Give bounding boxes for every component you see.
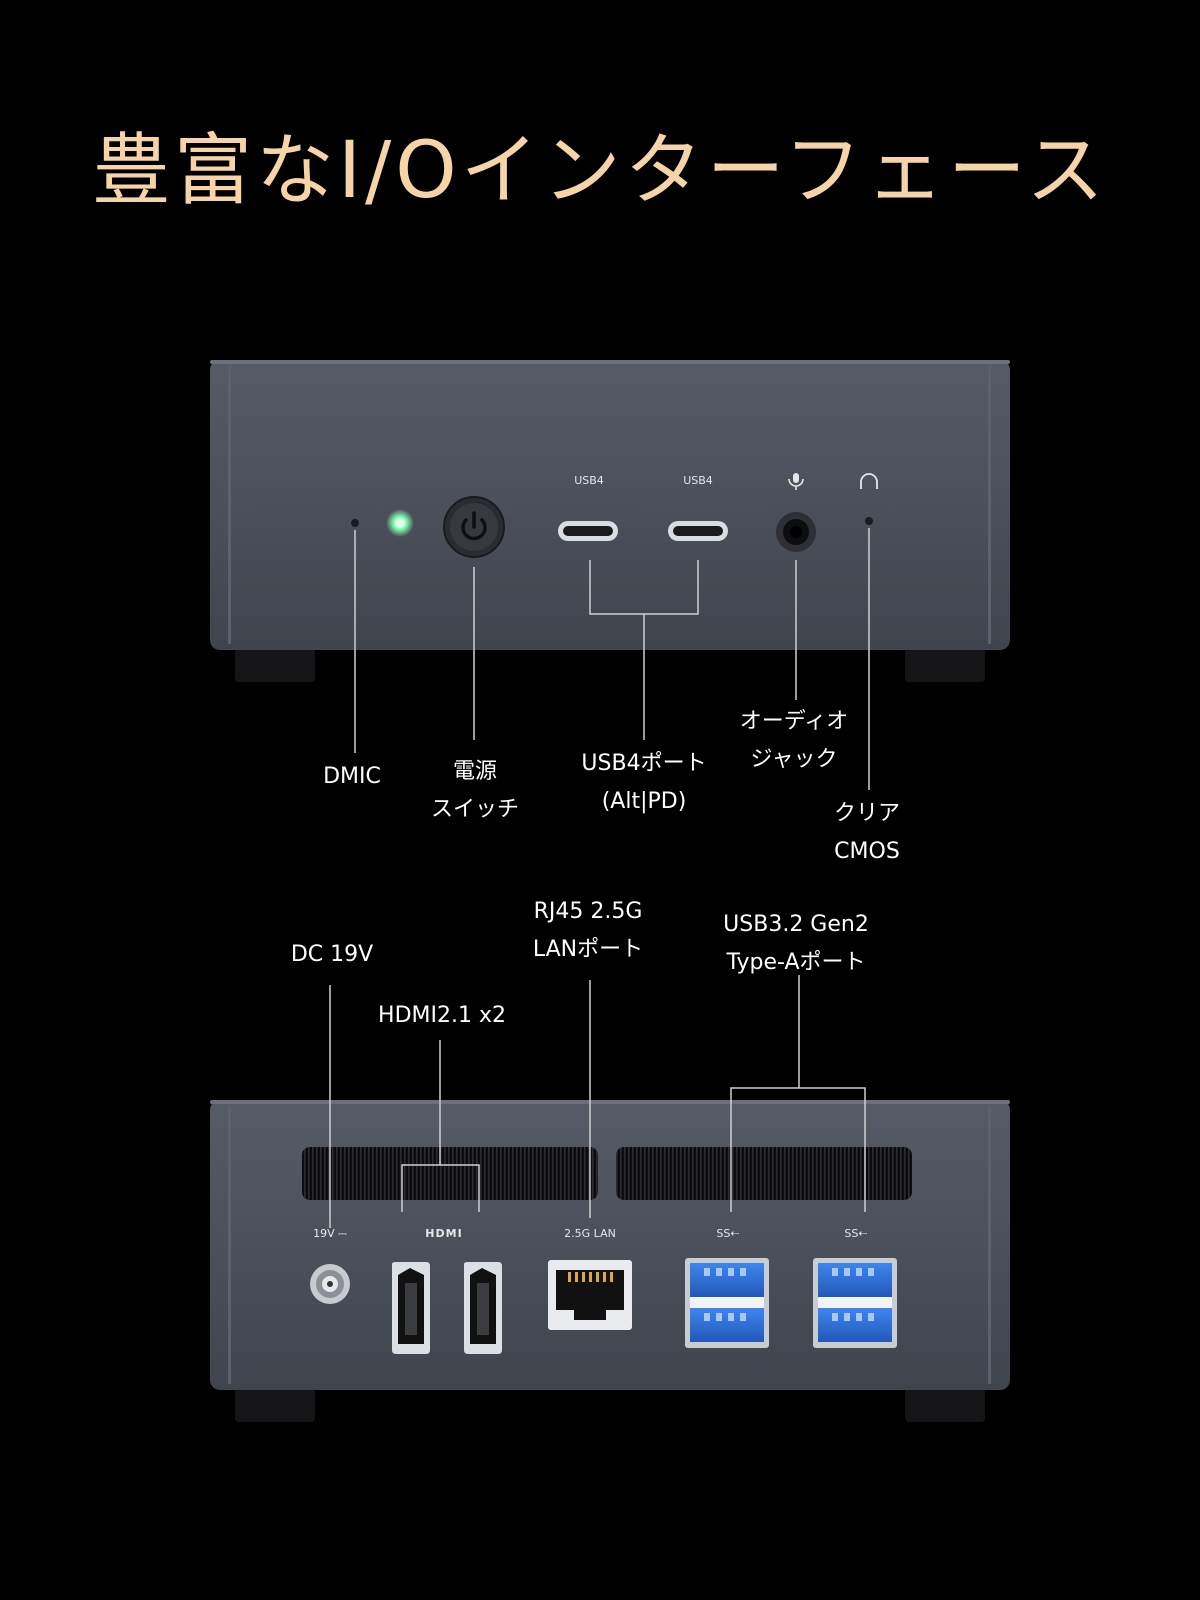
dmic-hole [351,519,359,527]
usb-a-stack-left [685,1258,769,1348]
callout-clear-cmos: クリア CMOS [833,801,901,864]
callout-usb4-port: USB4ポート (Alt|PD) [581,751,707,814]
callout-dc: DC 19V [290,942,374,967]
callout-rj45: RJ45 2.5G LANポート [532,899,644,962]
audio-jack [776,512,816,552]
dc-jack [310,1264,350,1304]
rear-foot-left [235,1388,315,1422]
vent-left [302,1147,598,1200]
callout-usb-a: USB3.2 Gen2 Type-Aポート [723,912,869,975]
usb4-left-label: USB4 [574,474,604,487]
rear-leader-lines [329,975,866,1228]
page-title: 豊富なI/Oインターフェース [91,126,1109,216]
hdmi-logo-label: HDMI [425,1227,463,1240]
front-chassis [210,360,1010,650]
usb4-port-right [668,521,728,541]
usb-left-ss-icon: SS⇠ [716,1227,740,1240]
hdmi-port-left [392,1262,430,1354]
front-foot-right [905,648,985,682]
usb4-right-label: USB4 [683,474,713,487]
dc-port-label: 19V ⎓ [313,1227,347,1240]
callout-dmic: DMIC [323,764,381,789]
callout-audio-jack: オーディオ ジャック [739,709,849,772]
rj45-port [548,1260,632,1330]
power-button [443,496,505,558]
headphone-icon [860,473,878,489]
usb4-port-left [558,521,618,541]
callout-power-switch: 電源 スイッチ [430,759,520,822]
lan-port-label: 2.5G LAN [564,1227,616,1240]
front-foot-left [235,648,315,682]
usb-a-stack-right [813,1258,897,1348]
clear-cmos-hole [865,517,873,525]
headset-mic-icon [788,473,804,490]
rear-device [210,1100,1010,1422]
callout-hdmi: HDMI2.1 x2 [378,1003,506,1028]
vent-right [616,1147,912,1200]
front-leader-lines [354,528,870,790]
hdmi-port-right [464,1262,502,1354]
rear-foot-right [905,1388,985,1422]
front-device [210,360,1010,682]
usb-right-ss-icon: SS⇠ [844,1227,868,1240]
